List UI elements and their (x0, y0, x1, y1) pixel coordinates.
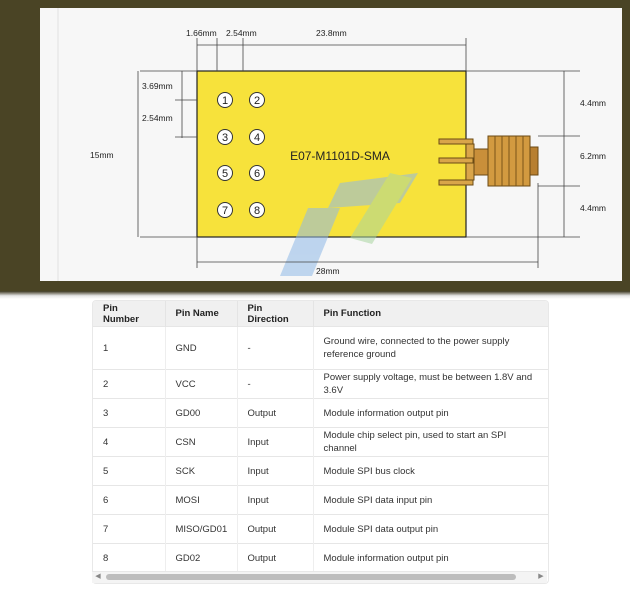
scroll-left-icon[interactable]: ◀ (95, 573, 101, 580)
pin-2: 2 (249, 92, 265, 108)
table-row: 7 MISO/GD01 Output Module SPI data outpu… (93, 514, 548, 544)
cell-func: Module SPI data input pin (313, 485, 548, 515)
pin-7-label: 7 (222, 205, 228, 217)
scroll-right-icon[interactable]: ▶ (538, 573, 544, 580)
table-row: 1 GND - Ground wire, connected to the po… (93, 326, 548, 370)
module-label: E07-M1101D-SMA (290, 149, 390, 163)
module-dimension-diagram: 1 2 3 4 5 6 7 8 E07-M1101D-SMA (40, 8, 622, 281)
horizontal-scrollbar[interactable]: ◀ ▶ (92, 571, 547, 583)
table-row: 6 MOSI Input Module SPI data input pin (93, 485, 548, 515)
cell-name: VCC (165, 369, 238, 399)
cell-num: 7 (93, 514, 166, 544)
cell-name: MISO/GD01 (165, 514, 238, 544)
pin-1: 1 (217, 92, 233, 108)
pin-7: 7 (217, 202, 233, 218)
pin-4-label: 4 (254, 132, 260, 144)
table-header-row: Pin Number Pin Name Pin Direction Pin Fu… (93, 301, 548, 327)
dim-left-height: 15mm (90, 150, 114, 160)
pin-5-label: 5 (222, 168, 228, 180)
cell-num: 8 (93, 543, 166, 572)
pin-6: 6 (249, 165, 265, 181)
cell-name: CSN (165, 427, 238, 457)
pin-5: 5 (217, 165, 233, 181)
header-pin-function: Pin Function (313, 301, 548, 327)
pin-6-label: 6 (254, 168, 260, 180)
cell-func: Power supply voltage, must be between 1.… (313, 369, 548, 399)
cell-dir: Output (237, 398, 314, 428)
cell-func: Ground wire, connected to the power supp… (313, 326, 548, 370)
cell-num: 3 (93, 398, 166, 428)
pin-8: 8 (249, 202, 265, 218)
cell-dir: Output (237, 543, 314, 572)
cell-func: Module SPI bus clock (313, 456, 548, 486)
table-row: 3 GD00 Output Module information output … (93, 398, 548, 428)
dim-right-c: 4.4mm (580, 203, 606, 213)
cell-num: 2 (93, 369, 166, 399)
dim-left-a: 3.69mm (142, 81, 173, 91)
cell-name: GND (165, 326, 238, 370)
dim-top-b: 2.54mm (226, 28, 257, 38)
pin-3: 3 (217, 129, 233, 145)
dim-top-c: 23.8mm (316, 28, 347, 38)
cell-num: 6 (93, 485, 166, 515)
cell-func: Module SPI data output pin (313, 514, 548, 544)
dim-left-b: 2.54mm (142, 113, 173, 123)
pin-3-label: 3 (222, 132, 228, 144)
header-pin-direction: Pin Direction (237, 301, 314, 327)
cell-dir: Input (237, 427, 314, 457)
table-row: 8 GD02 Output Module information output … (93, 543, 548, 572)
table-row: 4 CSN Input Module chip select pin, used… (93, 427, 548, 457)
cell-func: Module information output pin (313, 398, 548, 428)
cell-num: 1 (93, 326, 166, 370)
section-divider (0, 291, 630, 299)
cell-name: GD02 (165, 543, 238, 572)
pin-table-container[interactable]: Pin Number Pin Name Pin Direction Pin Fu… (92, 300, 549, 584)
cell-func: Module information output pin (313, 543, 548, 572)
cell-dir: - (237, 326, 314, 370)
cell-num: 5 (93, 456, 166, 486)
table-row: 5 SCK Input Module SPI bus clock (93, 456, 548, 486)
cell-func: Module chip select pin, used to start an… (313, 427, 548, 457)
cell-name: GD00 (165, 398, 238, 428)
dim-right-a: 4.4mm (580, 98, 606, 108)
cell-dir: Input (237, 485, 314, 515)
cell-dir: Input (237, 456, 314, 486)
watermark-logo (280, 173, 418, 276)
pin-1-label: 1 (222, 95, 228, 107)
pin-2-label: 2 (254, 95, 260, 107)
header-pin-name: Pin Name (165, 301, 238, 327)
cell-name: MOSI (165, 485, 238, 515)
dim-right-b: 6.2mm (580, 151, 606, 161)
cell-dir: - (237, 369, 314, 399)
pin-table: Pin Number Pin Name Pin Direction Pin Fu… (93, 301, 548, 572)
cell-num: 4 (93, 427, 166, 457)
scrollbar-thumb[interactable] (106, 574, 516, 580)
pin-8-label: 8 (254, 205, 260, 217)
sma-connector-icon (438, 135, 539, 187)
table-row: 2 VCC - Power supply voltage, must be be… (93, 369, 548, 399)
header-pin-number: Pin Number (93, 301, 166, 327)
cell-dir: Output (237, 514, 314, 544)
cell-name: SCK (165, 456, 238, 486)
pin-4: 4 (249, 129, 265, 145)
dim-bottom: 28mm (316, 266, 340, 276)
dim-top-a: 1.66mm (186, 28, 217, 38)
